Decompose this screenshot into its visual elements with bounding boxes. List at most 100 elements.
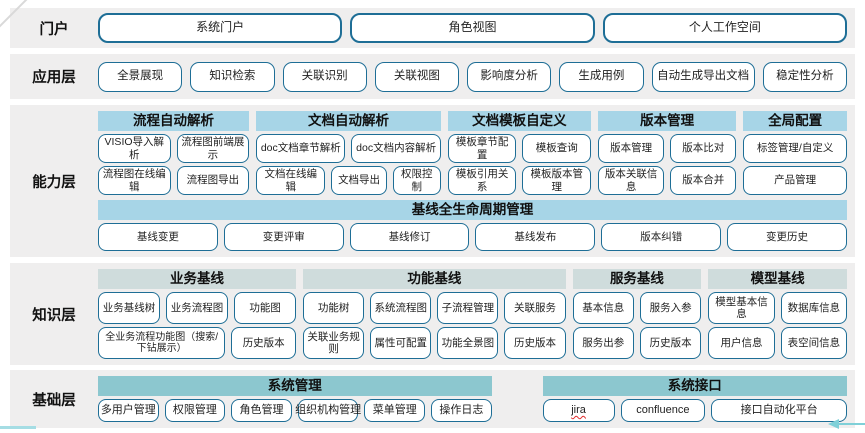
feature-chip[interactable]: 基线修订: [349, 223, 470, 251]
feature-chip[interactable]: 基线发布: [475, 223, 596, 251]
feature-chip[interactable]: 权限管理: [164, 399, 226, 422]
feature-chip[interactable]: 变更历史: [727, 223, 847, 251]
feature-chip[interactable]: doc文档章节解析: [256, 134, 346, 163]
feature-chip[interactable]: 接口自动化平台: [711, 399, 848, 422]
button-row: 系统门户 角色视图个人工作空间: [98, 13, 847, 43]
feature-chip[interactable]: 属性可配置: [370, 327, 432, 359]
chip-label: 系统门户: [196, 20, 245, 35]
feature-chip[interactable]: 系统流程图: [370, 292, 432, 324]
feature-chip[interactable]: 业务基线树: [98, 292, 161, 324]
chip-label: 知识检索: [209, 69, 256, 82]
feature-chip[interactable]: 版本纠错: [601, 223, 722, 251]
layer-bands: 门户 系统门户 角色视图个人工作空间应用层 全景展现 知识检索 关联识别 关联视图影响度分析…: [0, 8, 865, 428]
feature-chip[interactable]: 产品管理: [743, 166, 847, 195]
group-model-baseline: 模型基线模型基本信息数据库信息用户信息表空间信息: [708, 269, 848, 359]
feature-chip[interactable]: 功能树: [303, 292, 365, 324]
feature-chip[interactable]: 关联业务规则: [303, 327, 365, 359]
feature-chip[interactable]: 服务入参: [639, 292, 702, 324]
feature-chip[interactable]: 版本关联信息: [598, 166, 665, 195]
feature-chip[interactable]: 模型基本信息: [708, 292, 775, 324]
feature-chip[interactable]: VISIO导入解析: [98, 134, 171, 163]
feature-chip[interactable]: jira: [542, 399, 615, 422]
layer-content: 全景展现 知识检索 关联识别 关联视图影响度分析生成用例自动生成导出文档稳定性分析: [98, 54, 855, 99]
chip-label: 业务基线树: [102, 301, 156, 314]
feature-chip[interactable]: confluence: [620, 399, 706, 422]
feature-chip[interactable]: 模板章节配置: [447, 134, 517, 163]
feature-chip[interactable]: 流程图导出: [176, 166, 250, 195]
group-header: 流程自动解析: [98, 111, 250, 131]
button-row: 流程图在线编辑流程图导出: [98, 166, 250, 195]
button-row: 多用户管理权限管理角色管理组织机构管理菜单管理操作日志: [98, 399, 492, 422]
chip-label: 历史版本: [242, 336, 285, 349]
feature-chip[interactable]: 关联识别: [282, 61, 367, 92]
feature-chip[interactable]: 业务流程图: [166, 292, 229, 324]
feature-chip[interactable]: 影响度分析: [467, 61, 552, 92]
feature-chip[interactable]: 权限控制: [392, 166, 441, 195]
button-row: 模板引用关系模板版本管理: [447, 166, 592, 195]
feature-chip[interactable]: 个人工作空间: [602, 13, 847, 43]
feature-chip[interactable]: 用户信息: [708, 327, 775, 359]
feature-chip[interactable]: 角色管理: [231, 399, 292, 422]
chip-label: 关联识别: [301, 69, 348, 82]
feature-chip[interactable]: 模板引用关系: [447, 166, 517, 195]
button-row: 模型基本信息数据库信息: [708, 292, 848, 324]
feature-chip[interactable]: 生成用例: [559, 61, 644, 92]
layer-label: 能力层: [32, 174, 76, 191]
feature-chip[interactable]: 版本比对: [670, 134, 737, 163]
chip-label: 多用户管理: [100, 404, 156, 417]
feature-chip[interactable]: 子流程管理: [437, 292, 499, 324]
feature-chip[interactable]: 表空间信息: [780, 327, 848, 359]
feature-chip[interactable]: 版本合并: [670, 166, 737, 195]
feature-chip[interactable]: 系统门户: [98, 13, 343, 43]
feature-chip[interactable]: 流程图在线编辑: [98, 166, 171, 195]
feature-chip[interactable]: 变更评审: [223, 223, 344, 251]
feature-chip[interactable]: 版本管理: [598, 134, 665, 163]
layer-label: 门户: [39, 21, 69, 38]
feature-chip[interactable]: 组织机构管理: [295, 399, 361, 422]
feature-chip[interactable]: 菜单管理: [364, 399, 426, 422]
feature-chip[interactable]: 文档在线编辑: [256, 166, 326, 195]
feature-chip[interactable]: 关联视图: [374, 61, 459, 92]
feature-chip[interactable]: 流程图前端展示: [176, 134, 250, 163]
chip-label: 关联服务: [514, 301, 557, 314]
feature-chip[interactable]: 数据库信息: [780, 292, 848, 324]
feature-chip[interactable]: 操作日志: [431, 399, 492, 422]
feature-chip[interactable]: 历史版本: [231, 327, 297, 359]
feature-chip[interactable]: 模板版本管理: [522, 166, 592, 195]
feature-chip[interactable]: 全景展现: [98, 61, 183, 92]
feature-chip[interactable]: 模板查询: [522, 134, 592, 163]
button-row: 全景展现 知识检索 关联识别 关联视图影响度分析生成用例自动生成导出文档稳定性分析: [98, 61, 848, 92]
button-row: 基线变更变更评审基线修订基线发布版本纠错 变更历史: [98, 223, 847, 251]
layer-band-application: 应用层 全景展现 知识检索 关联识别 关联视图影响度分析生成用例自动生成导出文档稳定性分…: [10, 54, 855, 99]
feature-chip[interactable]: 历史版本: [639, 327, 702, 359]
feature-chip[interactable]: 全业务流程功能图（搜索/下钻展示）: [98, 327, 226, 359]
feature-chip[interactable]: 多用户管理: [98, 399, 159, 422]
feature-chip[interactable]: 标签管理/自定义: [743, 134, 847, 163]
feature-chip[interactable]: 稳定性分析: [762, 61, 848, 92]
chip-label: 变更历史: [766, 230, 809, 243]
feature-chip[interactable]: 基本信息: [572, 292, 634, 324]
feature-chip[interactable]: 关联服务: [504, 292, 566, 324]
layer-label: 应用层: [32, 70, 76, 86]
feature-chip[interactable]: 文档导出: [331, 166, 387, 195]
layer-content: 系统门户 角色视图个人工作空间: [98, 8, 855, 48]
chip-label: 流程图前端展示: [181, 136, 245, 161]
chip-label: 功能图: [249, 301, 281, 314]
feature-chip[interactable]: doc文档内容解析: [351, 134, 441, 163]
feature-chip[interactable]: 角色视图: [350, 13, 595, 43]
group-doc-template-custom: 文档模板自定义模板章节配置模板查询模板引用关系模板版本管理: [447, 111, 592, 195]
chip-label: 业务流程图: [170, 301, 224, 314]
feature-chip[interactable]: 自动生成导出文档: [651, 61, 755, 92]
chip-label: 文档导出: [338, 174, 381, 187]
feature-chip[interactable]: 历史版本: [504, 327, 566, 359]
feature-chip[interactable]: 基线变更: [98, 223, 218, 251]
feature-chip[interactable]: 服务出参: [572, 327, 634, 359]
feature-chip[interactable]: 功能图: [234, 292, 297, 324]
group-function-baseline: 功能基线功能树系统流程图子流程管理关联服务关联业务规则属性可配置功能全景图历史版…: [303, 269, 566, 359]
chip-label: confluence: [636, 404, 690, 417]
chip-label: 模型基本信息: [715, 295, 768, 320]
feature-chip[interactable]: 功能全景图: [437, 327, 499, 359]
feature-chip[interactable]: 知识检索: [190, 61, 275, 92]
button-row: 服务出参历史版本: [572, 327, 702, 359]
